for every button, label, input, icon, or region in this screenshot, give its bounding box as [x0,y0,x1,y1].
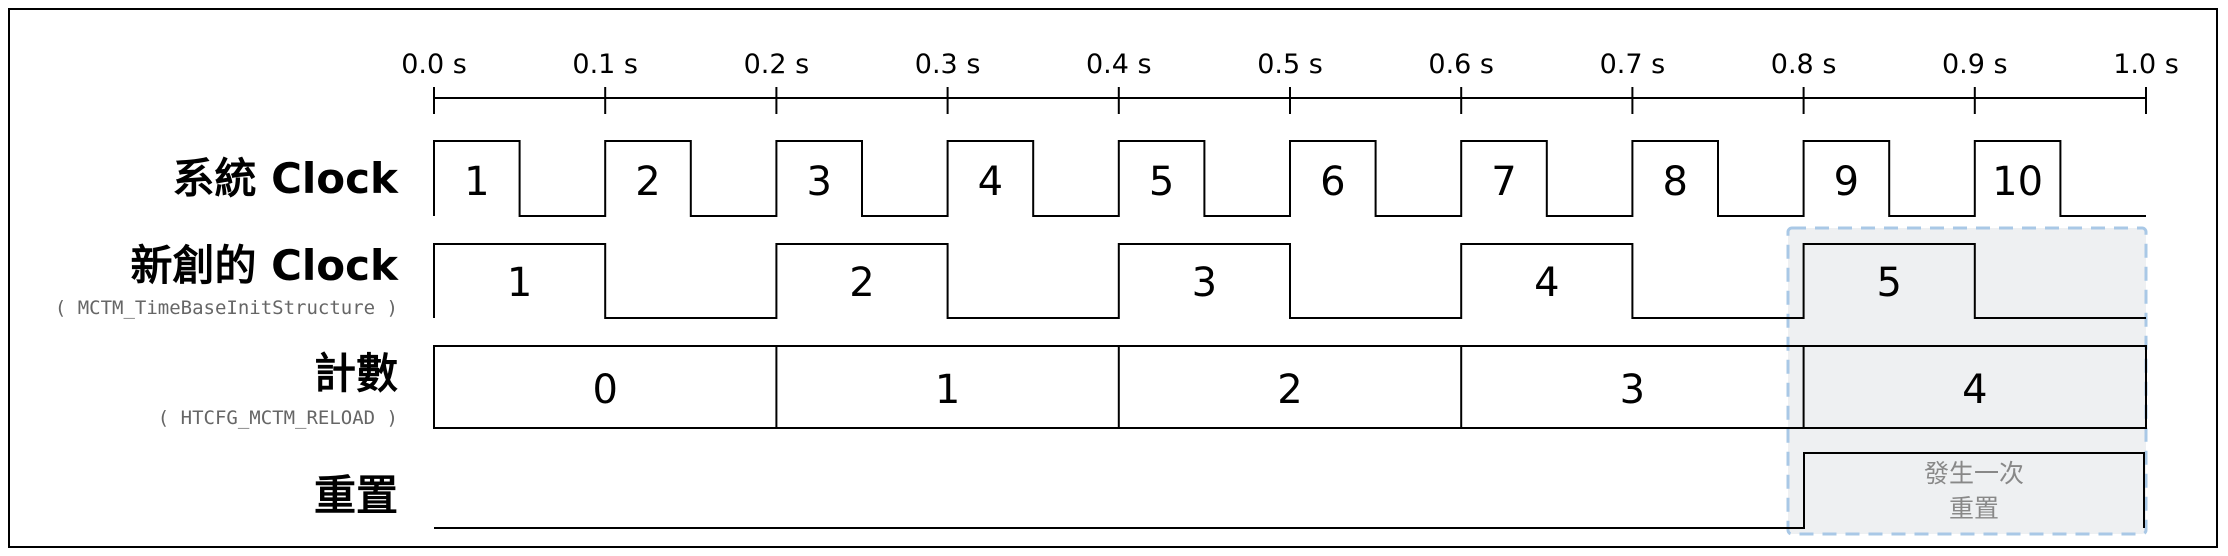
counter-dividers [775,346,1805,428]
system-clock-waveform: 1 2 3 4 5 6 7 8 9 10 [433,140,2146,217]
system-clock-pulse-label: 8 [1662,159,1687,205]
system-clock-pulse-labels: 1 2 3 4 5 6 7 8 9 10 [464,159,2043,205]
new-clock-pulse-label: 4 [1534,260,1559,306]
row-label-counter: 計數 [314,349,398,398]
reset-trace [434,452,2145,529]
system-clock-pulse-label: 5 [1149,159,1174,205]
system-clock-pulse-label: 9 [1834,159,1859,205]
system-clock-pulse-label: 10 [1992,159,2043,205]
new-clock-trace [433,243,2146,319]
reset-pulse-text-line2: 重置 [1949,494,1999,523]
new-clock-waveform: 1 2 3 4 5 [433,243,2146,319]
row-sublabel-new-clock: ( MCTM_TimeBaseInitStructure ) [55,297,398,319]
system-clock-pulse-label: 3 [806,159,831,205]
diagram-frame: 0.0 s 0.1 s 0.2 s 0.3 s 0.4 s 0.5 s 0.6 s 0.7 s… [8,8,2218,548]
system-clock-pulse-label: 1 [464,159,489,205]
new-clock-pulse-label: 3 [1192,260,1217,306]
time-axis: 0.0 s 0.1 s 0.2 s 0.3 s 0.4 s 0.5 s 0.6 s 0.7 s… [401,49,2179,114]
row-label-reset: 重置 [314,471,398,520]
system-clock-pulse-label: 7 [1491,159,1516,205]
row-label-new-clock: 新創的 Clock [130,241,399,290]
time-axis-ticks: 0.0 s 0.1 s 0.2 s 0.3 s 0.4 s 0.5 s 0.6 s 0.7 s… [401,49,2179,114]
time-tick-label: 1.0 s [2113,49,2179,80]
time-tick-label: 0.2 s [744,49,810,80]
row-label-system-clock: 系統 Clock [172,154,399,203]
counter-value: 0 [592,367,617,413]
time-tick-label: 0.6 s [1428,49,1494,80]
time-tick-label: 0.3 s [915,49,981,80]
reset-pulse-text-line1: 發生一次 [1924,459,2024,488]
reset-highlight-region [1786,226,2148,536]
new-clock-pulse-labels: 1 2 3 4 5 [507,260,1902,306]
time-tick-label: 0.0 s [401,49,467,80]
system-clock-trace [433,140,2146,217]
counter-value: 2 [1277,367,1302,413]
counter-value: 4 [1962,367,1987,413]
system-clock-pulse-label: 6 [1320,159,1345,205]
reset-waveform: 發生一次 重置 [434,452,2145,529]
time-tick-label: 0.4 s [1086,49,1152,80]
new-clock-pulse-label: 1 [507,260,532,306]
system-clock-pulse-label: 2 [635,159,660,205]
time-tick-label: 0.9 s [1942,49,2008,80]
new-clock-pulse-label: 5 [1876,260,1901,306]
time-tick-label: 0.7 s [1600,49,1666,80]
time-tick-label: 0.1 s [572,49,638,80]
system-clock-pulse-label: 4 [978,159,1003,205]
counter-bus: 0 1 2 3 4 [433,345,2147,429]
time-tick-label: 0.5 s [1257,49,1323,80]
time-tick-label: 0.8 s [1771,49,1837,80]
counter-value: 3 [1620,367,1645,413]
row-sublabel-counter: ( HTCFG_MCTM_RELOAD ) [158,407,398,429]
timing-diagram: 0.0 s 0.1 s 0.2 s 0.3 s 0.4 s 0.5 s 0.6 s 0.7 s… [55,49,2179,536]
counter-bus-box [433,345,2147,429]
new-clock-pulse-label: 2 [849,260,874,306]
counter-value: 1 [935,367,960,413]
counter-values: 0 1 2 3 4 [592,367,1987,413]
